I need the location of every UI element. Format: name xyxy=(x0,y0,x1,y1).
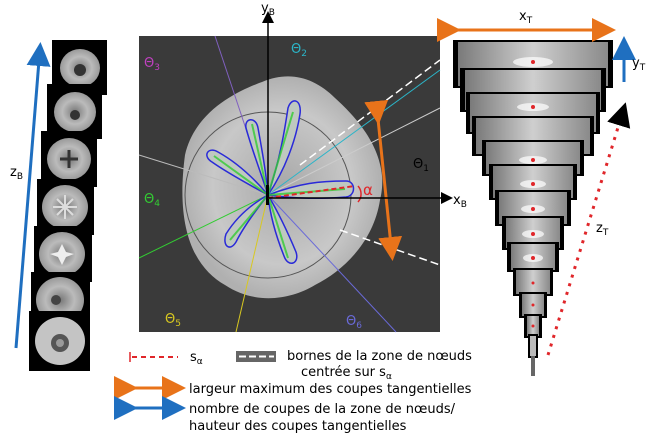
theta3-label: Θ3 xyxy=(144,56,160,73)
legend-orange-text: largeur maximum des coupes tangentielles xyxy=(189,382,472,397)
alpha-label: α xyxy=(363,181,373,199)
zB-axis-arrow xyxy=(14,42,51,349)
central-cross-section xyxy=(138,35,441,333)
legend-bounds-line1: bornes de la zone de nœuds xyxy=(287,349,472,364)
theta4-label: Θ4 xyxy=(144,192,160,209)
legend xyxy=(114,351,276,420)
legend-blue-text-2: hauteur des coupes tangentielles xyxy=(189,419,407,434)
theta1-label: Θ1 xyxy=(413,157,429,174)
legend-s-alpha: sα xyxy=(190,350,203,367)
xB-label: xB xyxy=(453,193,467,210)
xT-label: xT xyxy=(519,9,533,26)
yB-label: yB xyxy=(261,1,275,18)
cross-section-stack xyxy=(29,40,107,371)
zT-label: zT xyxy=(596,221,609,238)
theta6-label: Θ6 xyxy=(346,314,362,331)
tangential-slice-stack xyxy=(453,40,613,376)
theta5-label: Θ5 xyxy=(165,312,181,329)
legend-bounds-line2: centrée sur sα xyxy=(301,365,392,382)
zB-label: zB xyxy=(10,165,23,182)
theta2-label: Θ2 xyxy=(291,42,307,59)
legend-blue-text-1: nombre de coupes de la zone de nœuds/ xyxy=(189,402,456,417)
yT-label: yT xyxy=(632,56,646,73)
